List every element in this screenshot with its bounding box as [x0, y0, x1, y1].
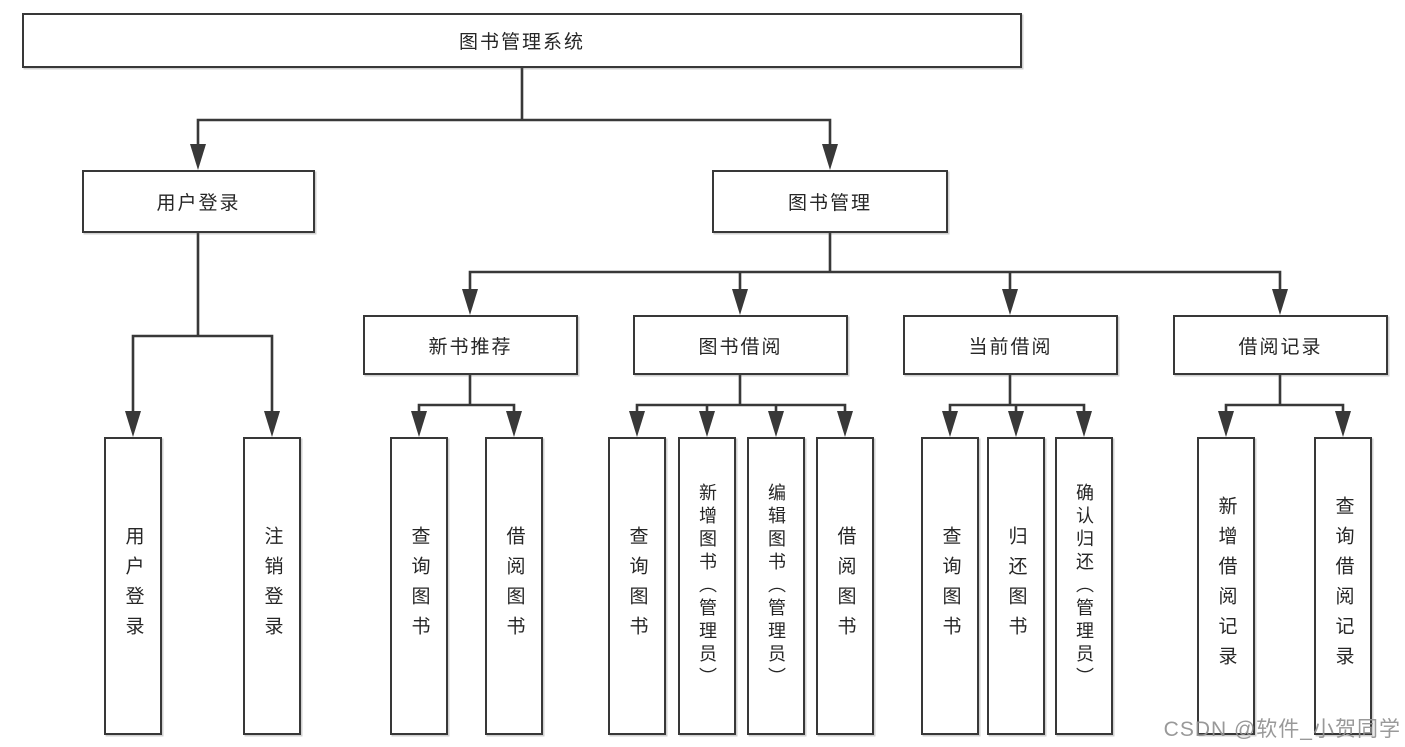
node-user-login-label: 用户登录 — [156, 193, 241, 214]
connector-book-borrow-to-leaves — [635, 373, 847, 419]
leaf-return-book-label: 归还图书 — [1005, 526, 1027, 646]
connector-new-book-rec-to-leaves — [417, 373, 516, 419]
node-book-borrow-label: 图书借阅 — [698, 336, 783, 358]
leaf-borrow-books-1: 借阅图书 — [485, 437, 543, 735]
leaf-confirm-return-admin: 确认归还（管理员） — [1055, 437, 1113, 735]
leaf-search-books-2-label: 查询图书 — [626, 526, 648, 646]
leaf-logout: 注销登录 — [243, 437, 301, 735]
connector-user-login-to-leaves — [131, 231, 274, 419]
node-root: 图书管理系统 — [22, 13, 1022, 68]
connector-borrow-record-to-leaves — [1224, 373, 1345, 419]
leaf-borrow-books-2-label: 借阅图书 — [834, 526, 856, 646]
node-book-management: 图书管理 — [712, 170, 948, 233]
leaf-return-book: 归还图书 — [987, 437, 1045, 735]
node-book-management-label: 图书管理 — [787, 193, 872, 214]
leaf-search-borrow-record: 查询借阅记录 — [1314, 437, 1372, 735]
node-new-book-recommend: 新书推荐 — [363, 315, 578, 375]
node-current-borrow: 当前借阅 — [903, 315, 1118, 375]
leaf-borrow-books-1-label: 借阅图书 — [503, 526, 525, 646]
node-new-book-recommend-label: 新书推荐 — [428, 336, 513, 358]
node-borrow-record: 借阅记录 — [1173, 315, 1388, 375]
connector-book-management-to-level3 — [468, 231, 1282, 297]
leaf-search-books-3-label: 查询图书 — [939, 526, 961, 646]
leaf-user-login: 用户登录 — [104, 437, 162, 735]
leaf-edit-book-admin: 编辑图书（管理员） — [747, 437, 805, 735]
leaf-confirm-return-admin-label: 确认归还（管理员） — [1074, 482, 1094, 690]
leaf-logout-label: 注销登录 — [261, 526, 283, 646]
connector-root-to-level2 — [196, 66, 832, 152]
leaf-add-borrow-record-label: 新增借阅记录 — [1215, 496, 1237, 676]
leaf-user-login-label: 用户登录 — [122, 526, 144, 646]
leaf-search-books-1-label: 查询图书 — [408, 526, 430, 646]
leaf-search-books-3: 查询图书 — [921, 437, 979, 735]
leaf-borrow-books-2: 借阅图书 — [816, 437, 874, 735]
leaf-add-book-admin-label: 新增图书（管理员） — [697, 482, 717, 690]
leaf-edit-book-admin-label: 编辑图书（管理员） — [766, 482, 786, 690]
leaf-search-books-1: 查询图书 — [390, 437, 448, 735]
node-root-label: 图书管理系统 — [458, 32, 585, 53]
node-book-borrow: 图书借阅 — [633, 315, 848, 375]
leaf-search-books-2: 查询图书 — [608, 437, 666, 735]
node-borrow-record-label: 借阅记录 — [1238, 336, 1323, 358]
leaf-add-book-admin: 新增图书（管理员） — [678, 437, 736, 735]
node-current-borrow-label: 当前借阅 — [968, 336, 1053, 358]
leaf-search-borrow-record-label: 查询借阅记录 — [1332, 496, 1354, 676]
csdn-watermark: CSDN @软件_小贺同学 — [1163, 718, 1401, 741]
connector-current-borrow-to-leaves — [948, 373, 1086, 419]
node-user-login: 用户登录 — [82, 170, 315, 233]
leaf-add-borrow-record: 新增借阅记录 — [1197, 437, 1255, 735]
